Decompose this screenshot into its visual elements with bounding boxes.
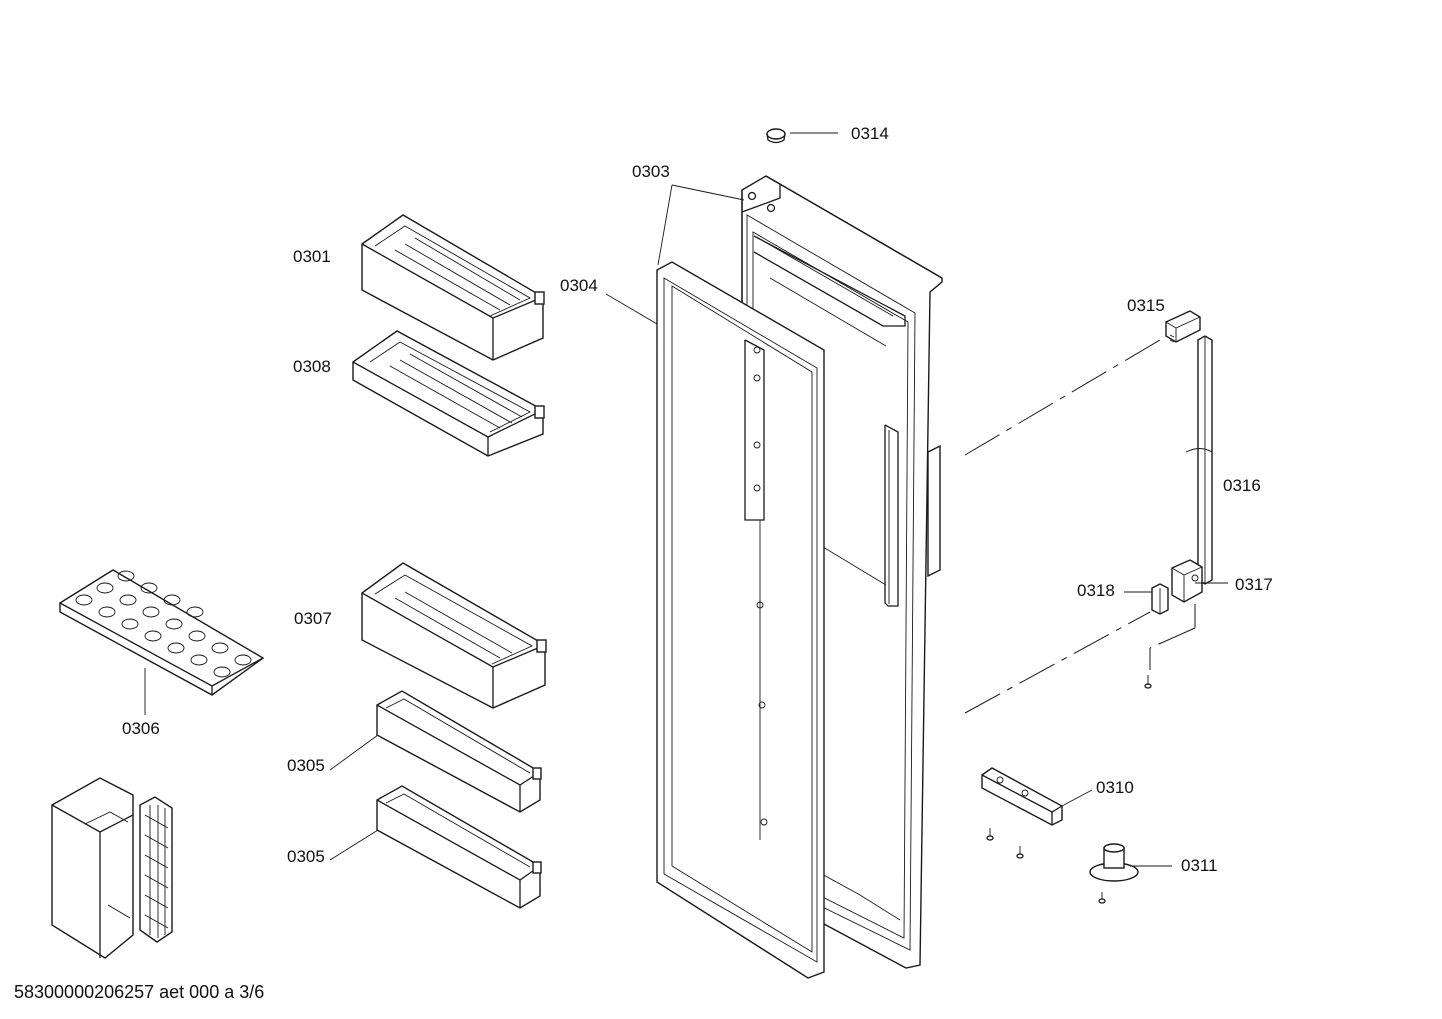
document-reference: 58300000206257 aet 000 a 3/6 [14,982,265,1002]
part-0304-gasket [656,261,825,979]
part-0305-bin-lower [329,785,542,909]
part-0308-tray [352,330,545,457]
part-0314-cap [766,128,838,144]
part-0318-clip [1124,583,1169,615]
callout-0316: 0316 [1223,476,1261,495]
callout-0307: 0307 [294,609,332,628]
part-0305-bin-upper [329,690,542,813]
part-0317-bottom-hinge [1171,559,1228,603]
part-0301-bin [361,214,545,361]
callout-0315: 0315 [1127,296,1165,315]
callout-0305-upper: 0305 [287,756,325,775]
assembly-guide-lines [964,339,1196,714]
part-0310-bracket [981,767,1093,826]
callout-0311: 0311 [1181,856,1218,875]
screws-bracket [986,828,1024,859]
part-0306-egg-tray [59,569,265,715]
callout-0314: 0314 [851,124,889,143]
part-0311-foot [1089,843,1172,904]
part-0316-rod [1185,335,1213,585]
leader-lines [605,184,745,325]
callout-0305-lower: 0305 [287,847,325,866]
part-filter-housing [51,777,173,959]
part-0307-bin [361,562,547,709]
callout-0317: 0317 [1235,575,1273,594]
callout-0304: 0304 [560,276,598,295]
callout-0308: 0308 [293,357,331,376]
callout-0306: 0306 [122,719,160,738]
callout-0310: 0310 [1096,778,1134,797]
callout-0318: 0318 [1077,581,1115,600]
part-0315-top-hinge [1165,310,1201,343]
screw-right [1144,675,1152,689]
callout-0301: 0301 [293,247,331,266]
callout-0303: 0303 [632,162,670,181]
